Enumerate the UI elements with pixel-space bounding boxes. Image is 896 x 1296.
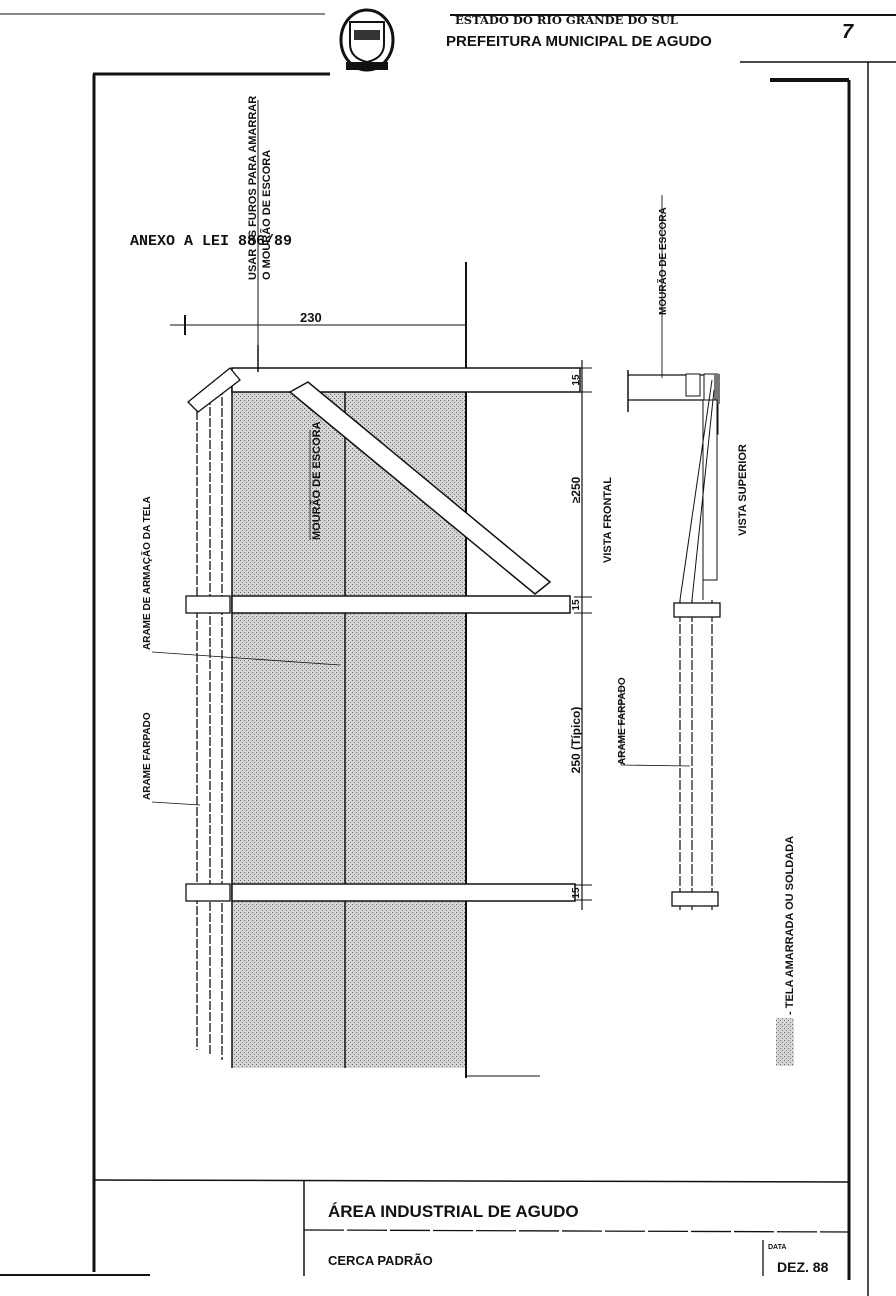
top-view: MOURÃO DE ESCORA ARAME FARPADO VISTA SUP…: [617, 195, 749, 910]
mesh-legend-label: - TELA AMARRADA OU SOLDADA: [784, 836, 796, 1015]
title-block: ÁREA INDUSTRIAL DE AGUDO CERCA PADRÃO DA…: [0, 1179, 850, 1276]
note-line-2: O MOURÃO DE ESCORA: [260, 150, 273, 280]
coat-of-arms-logo: [339, 8, 395, 72]
date-value: DEZ. 88: [777, 1259, 829, 1275]
dimension-span-1: ≥250: [569, 476, 583, 503]
drawing-frame: [0, 13, 896, 1296]
municipality-title: PREFEITURA MUNICIPAL DE AGUDO: [446, 33, 712, 50]
brace-label: MOURÃO DE ESCORA: [310, 421, 323, 540]
dimension-span-2: 250 (Típico): [569, 707, 583, 774]
top-barbed-wire-label: ARAME FARPADO: [617, 677, 628, 765]
corner-post: [231, 367, 581, 393]
project-title: ÁREA INDUSTRIAL DE AGUDO: [328, 1202, 579, 1221]
date-label: DATA: [768, 1244, 786, 1251]
dimension-15-b: 15: [571, 599, 582, 611]
brace-post: [288, 381, 552, 595]
note-line-1: USAR OS FUROS PARA AMARRAR: [247, 96, 259, 280]
annex-reference: ANEXO A LEI 886/89: [130, 233, 292, 250]
mesh-legend-swatch: [776, 1018, 794, 1066]
frontal-view-title: VISTA FRONTAL: [602, 477, 614, 563]
line-post: [231, 595, 571, 614]
top-brace-label: MOURÃO DE ESCORA: [656, 207, 669, 315]
barbed-wire-label: ARAME FARPADO: [142, 712, 153, 800]
dimension-230: 230: [300, 310, 322, 325]
drawing-title: CERCA PADRÃO: [328, 1253, 433, 1268]
dimension-15-a: 15: [571, 374, 582, 386]
legend: - TELA AMARRADA OU SOLDADA: [776, 836, 796, 1066]
dimension-15-c: 15: [571, 887, 582, 899]
top-view-title: VISTA SUPERIOR: [737, 444, 749, 536]
page-number: 7: [842, 21, 854, 43]
line-post: [231, 883, 576, 902]
frontal-view: 230 USAR OS FUROS PARA AMARRAR O MOURÃO …: [140, 96, 614, 1078]
state-title: ESTADO DO RIO GRANDE DO SUL: [455, 13, 678, 27]
mesh-wire-label: ARAME DE ARMAÇÃO DA TELA: [140, 496, 153, 650]
